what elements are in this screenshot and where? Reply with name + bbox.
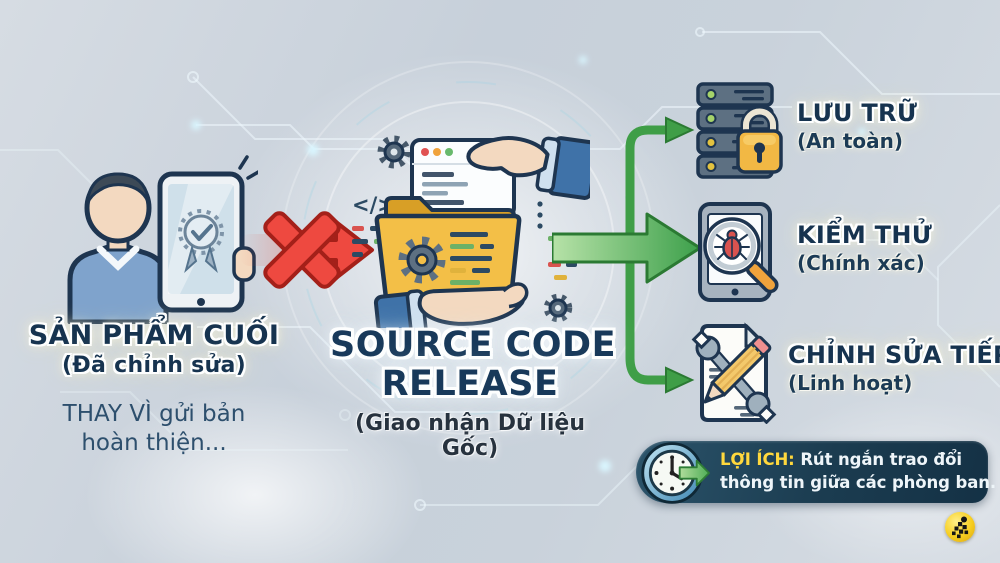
benefit-text: LỢI ÍCH: Rút ngắn trao đổi thông tin giữ… <box>720 450 997 492</box>
magnifier-icon <box>703 217 779 294</box>
benefit-label: LỢI ÍCH: <box>720 450 795 470</box>
giving-hand-icon <box>466 136 590 200</box>
main-title-line1: SOURCE CODE <box>330 325 617 365</box>
document-tools-icon <box>691 322 777 424</box>
outcome-title: CHỈNH SỬA TIẾP <box>788 341 1000 369</box>
bug-icon <box>714 229 750 260</box>
source-code-caption: SOURCE CODE RELEASE (Giao nhận Dữ liệu G… <box>330 325 617 462</box>
brand-logo <box>945 512 975 542</box>
wrench-icon <box>691 329 777 424</box>
source-code-handoff-illustration: </> <box>352 135 590 328</box>
outcome-testing: KIỂM THỬ (Chính xác) <box>797 221 1000 276</box>
person-icon <box>67 172 169 324</box>
gear-icon <box>543 293 573 323</box>
sparkle-icon <box>238 155 258 180</box>
server-lock-icon <box>696 82 783 179</box>
tablet-certificate-icon <box>157 155 258 313</box>
pixel-runner-icon <box>952 516 969 539</box>
outcome-subtitle: (An toàn) <box>797 129 903 153</box>
gear-icon <box>398 236 446 284</box>
flow-arrows-icon <box>552 116 702 394</box>
padlock-icon <box>736 106 783 174</box>
main-subtitle: (Giao nhận Dữ liệu Gốc) <box>354 411 585 461</box>
outcome-storage: LƯU TRỮ (An toàn) <box>797 99 1000 154</box>
final-product-title: SẢN PHẨM CUỐI <box>28 320 280 351</box>
outcome-title: KIỂM THỬ <box>797 221 933 249</box>
certificate-badge-icon <box>178 209 224 274</box>
gear-icon <box>377 135 411 169</box>
instead-note: THAY VÌ gửi bản hoàn thiện... <box>62 401 246 456</box>
outcome-title: LƯU TRỮ <box>797 99 918 127</box>
main-title-line2: RELEASE <box>381 364 559 404</box>
benefit-banner: LỢI ÍCH: Rút ngắn trao đổi thông tin giữ… <box>636 441 996 504</box>
final-product-caption: SẢN PHẨM CUỐI (Đã chỉnh sửa) THAY VÌ gửi… <box>8 320 300 458</box>
tablet-bug-scan-icon <box>698 202 779 302</box>
pencil-icon <box>703 335 772 404</box>
outcome-subtitle: (Chính xác) <box>797 251 925 275</box>
crossed-arrow-icon <box>240 211 374 289</box>
outcome-editing: CHỈNH SỬA TIẾP (Linh hoạt) <box>788 341 1000 396</box>
final-product-subtitle: (Đã chỉnh sửa) <box>61 353 247 378</box>
outcome-subtitle: (Linh hoạt) <box>788 371 913 395</box>
clock-forward-icon <box>641 442 710 504</box>
final-product-illustration <box>67 155 258 324</box>
receiving-hand-icon <box>373 282 529 328</box>
